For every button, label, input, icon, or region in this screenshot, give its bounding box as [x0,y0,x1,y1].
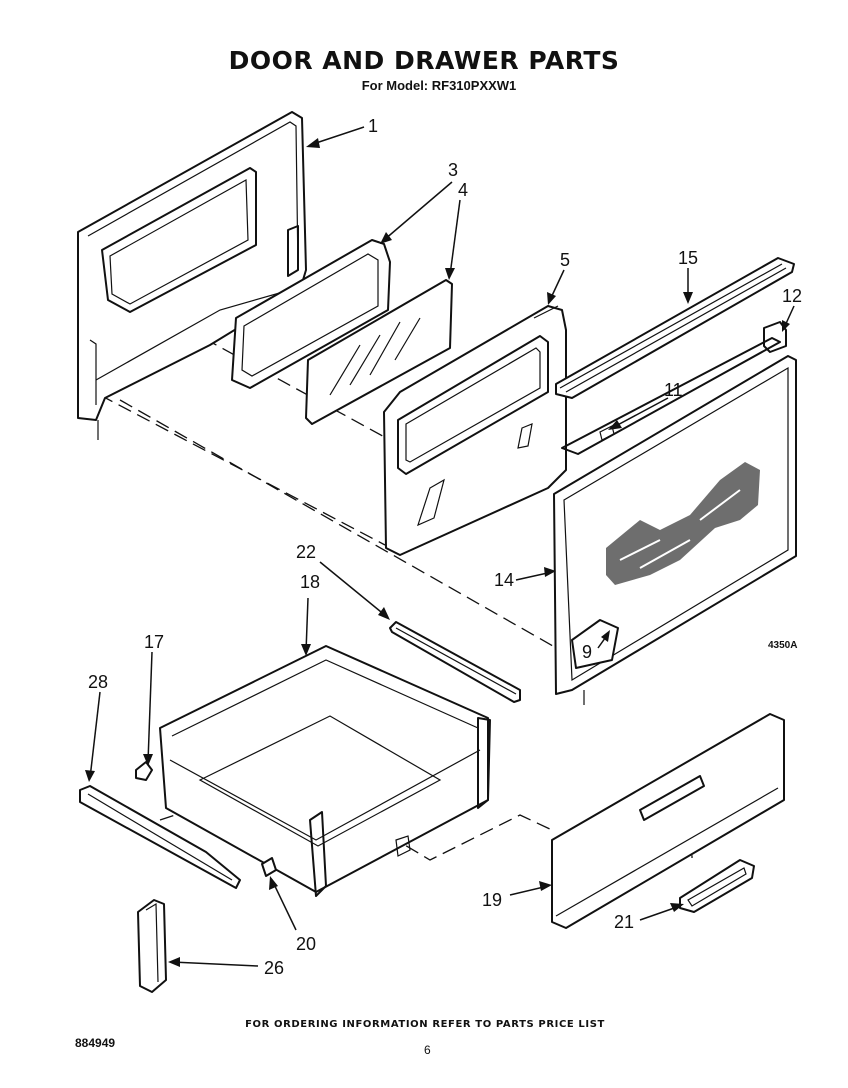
part-drawer-rail [389,621,521,703]
callout-leaders [85,126,795,967]
part-outer-door-skin [553,337,797,705]
part-door-gasket [231,239,391,389]
callout-11: 11 [664,380,683,400]
part-drawer-roller [135,761,153,781]
callout-12: 12 [782,286,802,306]
part-handle-end [763,321,787,353]
part-trim-strip [555,257,795,399]
page-number: 6 [424,1043,431,1057]
callout-20: 20 [296,934,316,954]
callout-26: 26 [264,958,284,978]
model-subtitle: For Model: RF310PXXW1 [361,78,517,93]
document-number: 884949 [75,1036,116,1050]
page-title: DOOR AND DRAWER PARTS [228,46,620,75]
callout-1: 1 [368,116,378,136]
figure-code: 4350A [768,640,797,651]
part-drawer-bracket [137,899,167,993]
callout-22: 22 [296,542,316,562]
callout-15: 15 [678,248,698,268]
callout-17: 17 [144,632,164,652]
callout-21: 21 [614,912,634,932]
part-outer-door-panel [77,111,307,440]
part-storage-drawer [159,645,491,897]
callout-9: 9 [582,642,592,662]
part-door-glass [305,279,453,425]
callout-labels: 1 3 4 5 15 12 11 9 14 22 18 17 28 19 21 … [88,116,802,978]
part-drawer-glide [261,857,277,877]
callout-3: 3 [448,160,458,180]
callout-4: 4 [458,180,468,200]
part-drawer-handle [679,859,755,913]
callout-5: 5 [560,250,570,270]
callout-18: 18 [300,572,320,592]
callout-14: 14 [494,570,514,590]
callout-28: 28 [88,672,108,692]
callout-19: 19 [482,890,502,910]
part-drawer-front-panel [551,713,785,929]
ordering-note: FOR ORDERING INFORMATION REFER TO PARTS … [245,1019,605,1030]
door-reflection-shading [606,462,760,585]
part-drawer-slide [79,785,241,889]
part-inner-door-panel [383,305,567,556]
